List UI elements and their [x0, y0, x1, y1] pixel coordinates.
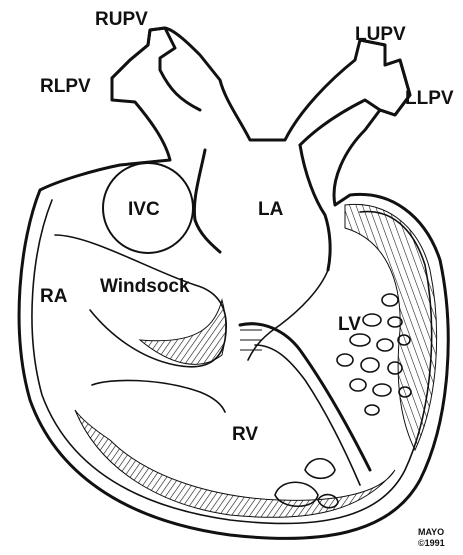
label-windsock: Windsock: [100, 276, 190, 297]
label-rupv: RUPV: [95, 9, 148, 30]
label-lv: LV: [338, 314, 361, 335]
tricuspid-leaflet: [92, 380, 225, 412]
credit-mayo: MAYO: [418, 527, 444, 537]
label-ivc: IVC: [128, 199, 160, 220]
la-left-wall: [300, 145, 330, 270]
credit-year: ©1991: [418, 538, 445, 548]
label-ra: RA: [40, 286, 68, 307]
heart-outer-wall: [19, 28, 448, 538]
label-lupv: LUPV: [355, 24, 406, 45]
label-llpv: LLPV: [405, 88, 454, 109]
septal-struts: [240, 330, 262, 350]
mitral-region: [248, 270, 328, 360]
label-rv: RV: [232, 424, 258, 445]
label-la: LA: [258, 199, 284, 220]
interatrial-septum: [194, 150, 220, 252]
heart-inner-wall: [32, 200, 432, 523]
windsock-base-hatch: [140, 300, 226, 364]
label-rlpv: RLPV: [40, 76, 91, 97]
